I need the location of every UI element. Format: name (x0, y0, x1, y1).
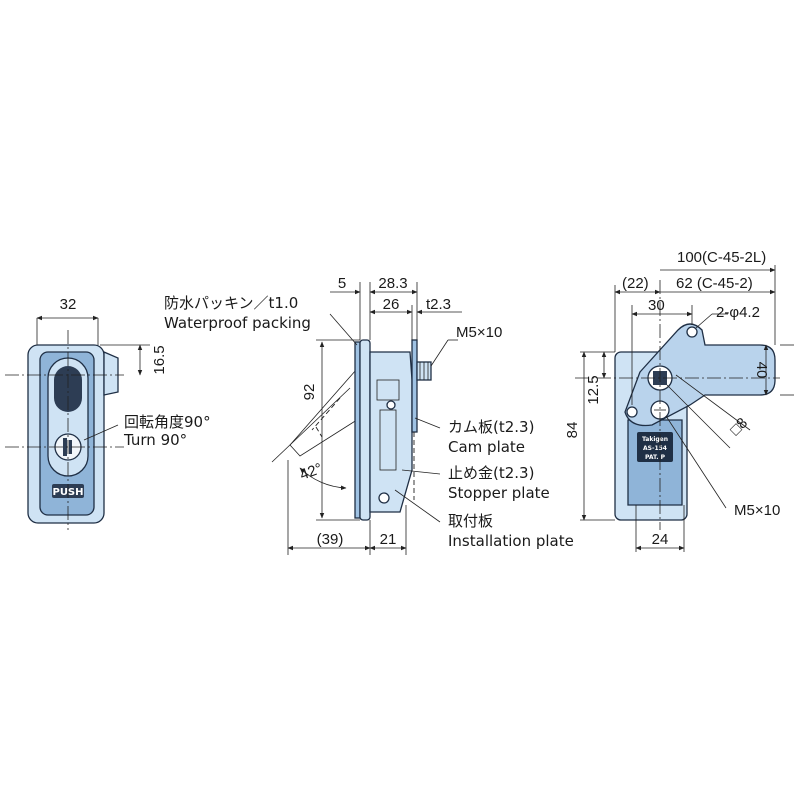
stopper-label-en: Stopper plate (448, 484, 550, 502)
rotation-label-en: Turn 90° (123, 431, 187, 449)
nameplate-line3: PAT. P (645, 454, 666, 461)
install-label-jp: 取付板 (448, 512, 493, 530)
rear-view: Takigen AS-154 PAT. P 100(C-45-2L) (22) … (564, 249, 794, 552)
side-dim-5: 5 (338, 275, 346, 292)
side-dim-28-3: 28.3 (378, 275, 407, 292)
front-handle-grip (54, 366, 82, 412)
rear-square-label: □8 (727, 414, 751, 438)
side-dim-92: 92 (301, 384, 318, 401)
cam-label-en: Cam plate (448, 438, 525, 456)
nameplate-line2: AS-154 (643, 445, 667, 452)
side-dim-26: 26 (383, 296, 400, 313)
cam-plate (411, 339, 418, 433)
side-dim-39: (39) (317, 531, 344, 548)
side-dim-t2-3: t2.3 (426, 296, 451, 313)
cam-label-jp: カム板(t2.3) (448, 418, 534, 436)
rear-screw-label: M5×10 (734, 502, 780, 519)
side-body (369, 351, 413, 513)
rear-dim-24: 24 (652, 531, 669, 548)
front-view: PUSH 32 16.5 回転角度90° Turn 90° (5, 296, 211, 530)
side-dim-21: 21 (380, 531, 397, 548)
rear-dim-12-5: 12.5 (585, 375, 602, 404)
stopper-label-jp: 止め金(t2.3) (448, 464, 534, 482)
rotation-label-jp: 回転角度90° (124, 413, 211, 431)
nameplate-line1: Takigen (642, 436, 668, 443)
rear-dim-100: 100(C-45-2L) (677, 249, 766, 266)
front-side-tab (103, 351, 119, 396)
install-label-en: Installation plate (448, 532, 574, 550)
waterproof-packing (354, 341, 361, 519)
front-width-dim: 32 (60, 296, 77, 313)
side-screw-label: M5×10 (456, 324, 502, 341)
side-dim-angle: 42° (298, 460, 325, 484)
hole-bottom-icon (626, 406, 638, 418)
packing-label-jp: 防水パッキン／t1.0 (164, 294, 298, 312)
side-handle-swung (289, 369, 361, 457)
front-height-dim: 16.5 (151, 345, 168, 374)
rear-nameplate (637, 432, 673, 462)
rear-dim-84: 84 (564, 422, 581, 439)
rear-hole-label: 2-φ4.2 (716, 304, 760, 321)
rear-dim-40: 40 (753, 362, 770, 379)
rear-cam-plate (624, 323, 776, 427)
side-flange (359, 339, 371, 521)
side-view: 28.3 5 26 t2.3 防水パッキン／t1.0 Waterproof pa… (164, 275, 574, 555)
hole-top-icon (686, 326, 698, 338)
rear-dim-62: 62 (C-45-2) (676, 275, 753, 292)
rear-dim-22: (22) (622, 275, 649, 292)
rear-dim-30: 30 (648, 297, 665, 314)
packing-label-en: Waterproof packing (164, 314, 311, 332)
